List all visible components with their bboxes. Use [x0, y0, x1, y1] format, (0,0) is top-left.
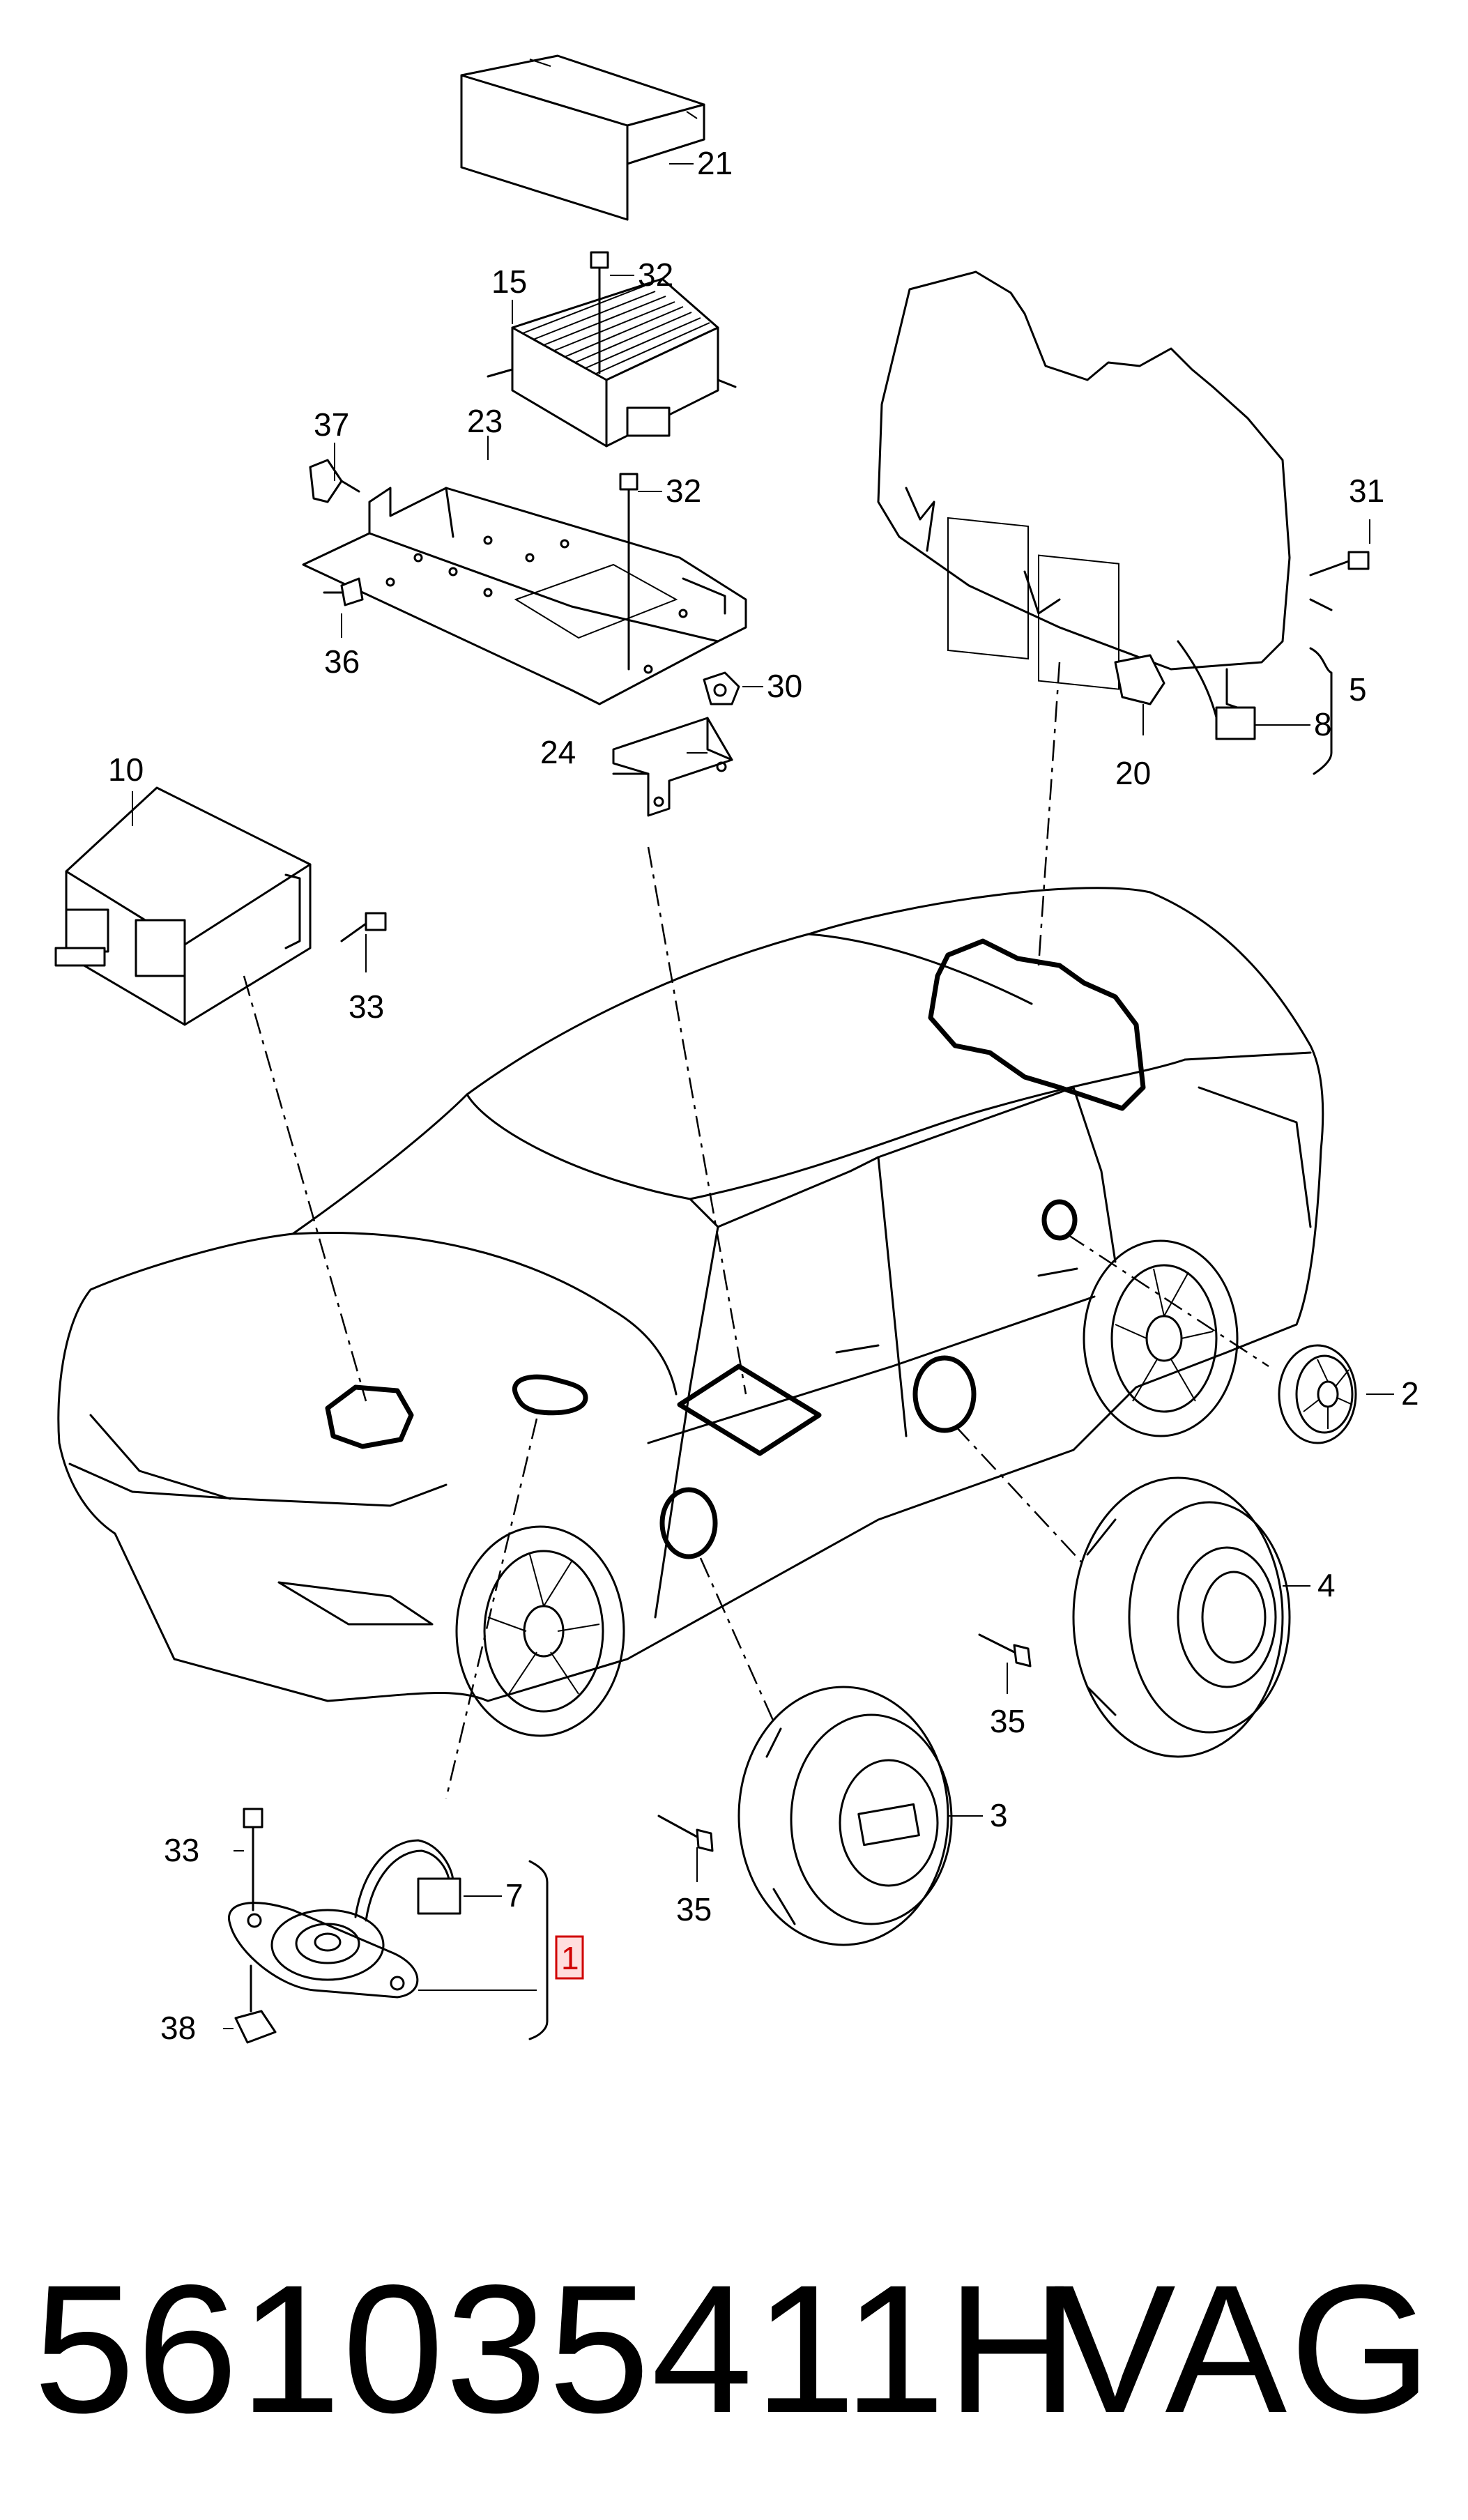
part-23-bracket-plate	[302, 487, 747, 705]
bolt-36	[323, 577, 364, 606]
callout-labels: 21 32 15 37 23 32 36 30 24 31 5 8 20 10 …	[108, 145, 1419, 2046]
part-number: 561035411H	[33, 2247, 1080, 2451]
part-1-sound-actuator	[228, 1839, 461, 1999]
callout-8: 8	[1314, 706, 1332, 742]
callout-23: 23	[467, 403, 503, 439]
callout-33-lower: 33	[164, 1832, 199, 1868]
screw-32-upper	[590, 251, 609, 374]
bolt-31	[1309, 551, 1370, 576]
callout-10: 10	[108, 751, 144, 788]
callout-31: 31	[1349, 473, 1384, 509]
part-3-woofer	[737, 1686, 953, 1946]
footer: 561035411H VAG	[0, 2245, 1468, 2454]
callout-38: 38	[160, 2010, 196, 2046]
callout-36: 36	[324, 643, 360, 680]
callout-leaders	[132, 163, 1394, 2040]
callout-20: 20	[1115, 755, 1151, 791]
part-4-woofer	[1072, 1476, 1291, 1758]
callout-15: 15	[491, 264, 527, 300]
callout-37: 37	[314, 406, 349, 443]
front-wheel	[455, 1525, 625, 1737]
callout-4: 4	[1317, 1567, 1336, 1603]
install-location-markers	[325, 938, 1146, 1559]
nut-30	[703, 671, 740, 705]
screw-33-lower	[243, 1808, 263, 1911]
reference-lines	[243, 662, 1269, 1799]
highlight-box-1	[555, 1935, 584, 1980]
parts-exploded-diagram: 21 32 15 37 23 32 36 30 24 31 5 8 20 10 …	[54, 54, 1419, 2046]
part-24-small-bracket	[612, 717, 733, 817]
car-sedan-outline	[57, 887, 1324, 1737]
callout-30: 30	[767, 668, 802, 704]
rivet-35-right	[978, 1633, 1032, 1667]
brand-label: VAG	[1054, 2247, 1435, 2451]
callout-24: 24	[540, 734, 576, 770]
callout-32-lower: 32	[666, 473, 701, 509]
rear-wheel	[1083, 1239, 1239, 1437]
clip-38	[234, 1964, 277, 2044]
part-2-tweeter	[1278, 1344, 1357, 1444]
callout-21: 21	[697, 145, 733, 181]
part-15-amplifier	[487, 277, 737, 448]
rivet-35-left	[657, 1815, 714, 1852]
callout-32-upper: 32	[638, 257, 673, 293]
part-10-control-unit	[54, 786, 312, 1026]
callout-7: 7	[505, 1877, 523, 1914]
part-5-sound-panel	[877, 270, 1291, 740]
screw-32-lower	[619, 473, 639, 671]
screw-33-upper	[340, 912, 387, 942]
callout-33-upper: 33	[349, 988, 384, 1025]
callout-35-right: 35	[990, 1703, 1025, 1739]
clip-37	[309, 459, 360, 503]
callout-1: 1	[561, 1940, 579, 1976]
fasteners	[234, 251, 1370, 2044]
callout-35-left: 35	[676, 1891, 712, 1927]
callout-2: 2	[1401, 1375, 1419, 1412]
part-21-cover	[460, 54, 705, 221]
callout-3: 3	[990, 1797, 1008, 1833]
callout-5: 5	[1349, 671, 1367, 708]
